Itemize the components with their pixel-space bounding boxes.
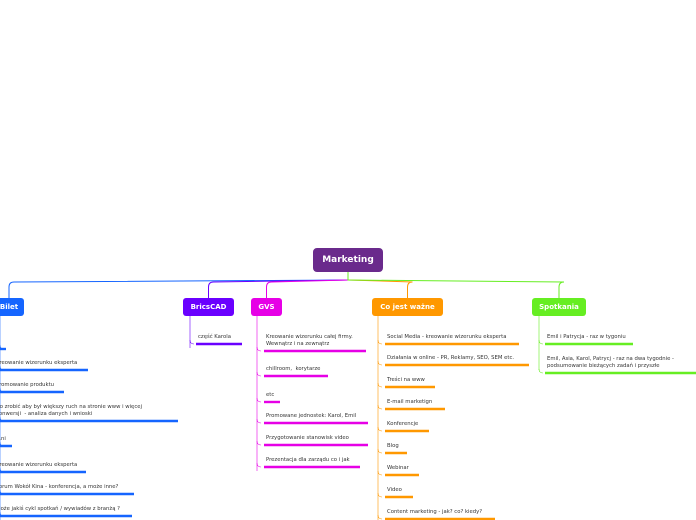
leaf-item-co-jest-wazne-5[interactable]: Blog <box>387 443 399 449</box>
leaf-item-bricscad-0[interactable]: część Karola <box>198 334 231 340</box>
leaf-connector-spotkania-1 <box>538 368 544 374</box>
leaf-item-gvs-3[interactable]: Promowane jednostek: Karol, Emil <box>266 413 357 419</box>
leaf-connector-co-jest-wazne-4 <box>377 426 383 432</box>
branch-node-spotkania[interactable]: Spotkania <box>532 298 586 316</box>
leaf-item-co-jest-wazne-1[interactable]: Działania w online - PR, Reklamy, SEO, S… <box>387 355 515 361</box>
root-connector-gvs <box>266 272 349 298</box>
leaf-item-bilet-1[interactable]: Kreowanie wizerunku eksperta <box>0 360 78 366</box>
leaf-item-gvs-0[interactable]: Kreowanie wizerunku całej firmy. Wewnątr… <box>266 334 353 347</box>
leaf-connector-gvs-0 <box>256 346 262 352</box>
leaf-item-bilet-2[interactable]: Promowanie produktu <box>0 382 55 388</box>
leaf-connector-co-jest-wazne-7 <box>377 492 383 498</box>
leaf-item-bilet-4[interactable]: ...ni <box>0 436 6 442</box>
branch-node-bilet[interactable]: Bilet <box>0 298 24 316</box>
branch-node-co-jest-wazne[interactable]: Co jest ważne <box>372 298 443 316</box>
leaf-connector-co-jest-wazne-5 <box>377 448 383 454</box>
leaf-item-gvs-1[interactable]: chillroom, korytarze <box>266 366 321 372</box>
leaf-item-bilet-7[interactable]: Może jakiś cykl spotkań / wywiadów z bra… <box>0 506 120 512</box>
branch-node-bricscad[interactable]: BricsCAD <box>183 298 234 316</box>
leaf-connector-co-jest-wazne-6 <box>377 470 383 476</box>
leaf-connector-co-jest-wazne-0 <box>377 339 383 345</box>
leaf-item-gvs-5[interactable]: Prezentacja dla zarządu co i jak <box>266 457 350 463</box>
leaf-item-co-jest-wazne-7[interactable]: Video <box>387 487 402 493</box>
leaf-connector-co-jest-wazne-2 <box>377 382 383 388</box>
leaf-connector-gvs-3 <box>256 418 262 424</box>
leaf-connector-gvs-5 <box>256 462 262 468</box>
root-node[interactable]: Marketing <box>313 248 383 272</box>
leaf-item-spotkania-0[interactable]: Emil i Patrycja - raz w tygoniu <box>547 334 626 340</box>
leaf-connector-gvs-1 <box>256 371 262 377</box>
root-connector-co-jest-wazne <box>347 272 413 298</box>
leaf-connector-co-jest-wazne-8 <box>377 514 383 520</box>
leaf-item-gvs-4[interactable]: Przygotowanie stanowisk video <box>266 435 349 441</box>
leaf-item-co-jest-wazne-0[interactable]: Social Media - kreowanie wizerunku ekspe… <box>387 334 507 340</box>
leaf-item-gvs-2[interactable]: etc <box>266 392 275 398</box>
leaf-item-bilet-3[interactable]: Co zrobić aby był większy ruch na stroni… <box>0 404 142 417</box>
leaf-item-bilet-5[interactable]: Kreowanie wizerunku eksperta <box>0 462 78 468</box>
leaf-item-co-jest-wazne-8[interactable]: Content marketing - jak? co? kiedy? <box>387 509 483 515</box>
root-connector-bilet <box>8 272 349 298</box>
leaf-connector-gvs-2 <box>256 397 262 403</box>
leaf-connector-spotkania-0 <box>538 339 544 345</box>
leaf-item-bilet-6[interactable]: Forum Wokół Kina - konferencja, a może i… <box>0 484 119 490</box>
root-connector-bricscad <box>208 272 349 298</box>
leaf-item-co-jest-wazne-4[interactable]: Konferencje <box>387 421 419 427</box>
root-connector-spotkania <box>347 272 565 298</box>
leaf-connector-gvs-4 <box>256 440 262 446</box>
leaf-item-spotkania-1[interactable]: Emil, Asia, Karol, Patrycj - raz na dwa … <box>547 356 674 369</box>
leaf-item-co-jest-wazne-6[interactable]: Webinar <box>387 465 409 471</box>
leaf-connector-bricscad-0 <box>189 339 195 345</box>
leaf-connector-co-jest-wazne-3 <box>377 404 383 410</box>
leaf-connector-co-jest-wazne-1 <box>377 360 383 366</box>
leaf-item-co-jest-wazne-2[interactable]: Treści na www <box>387 377 425 383</box>
leaf-item-co-jest-wazne-3[interactable]: E-mail marketign <box>387 399 433 405</box>
branch-node-gvs[interactable]: GVS <box>251 298 282 316</box>
